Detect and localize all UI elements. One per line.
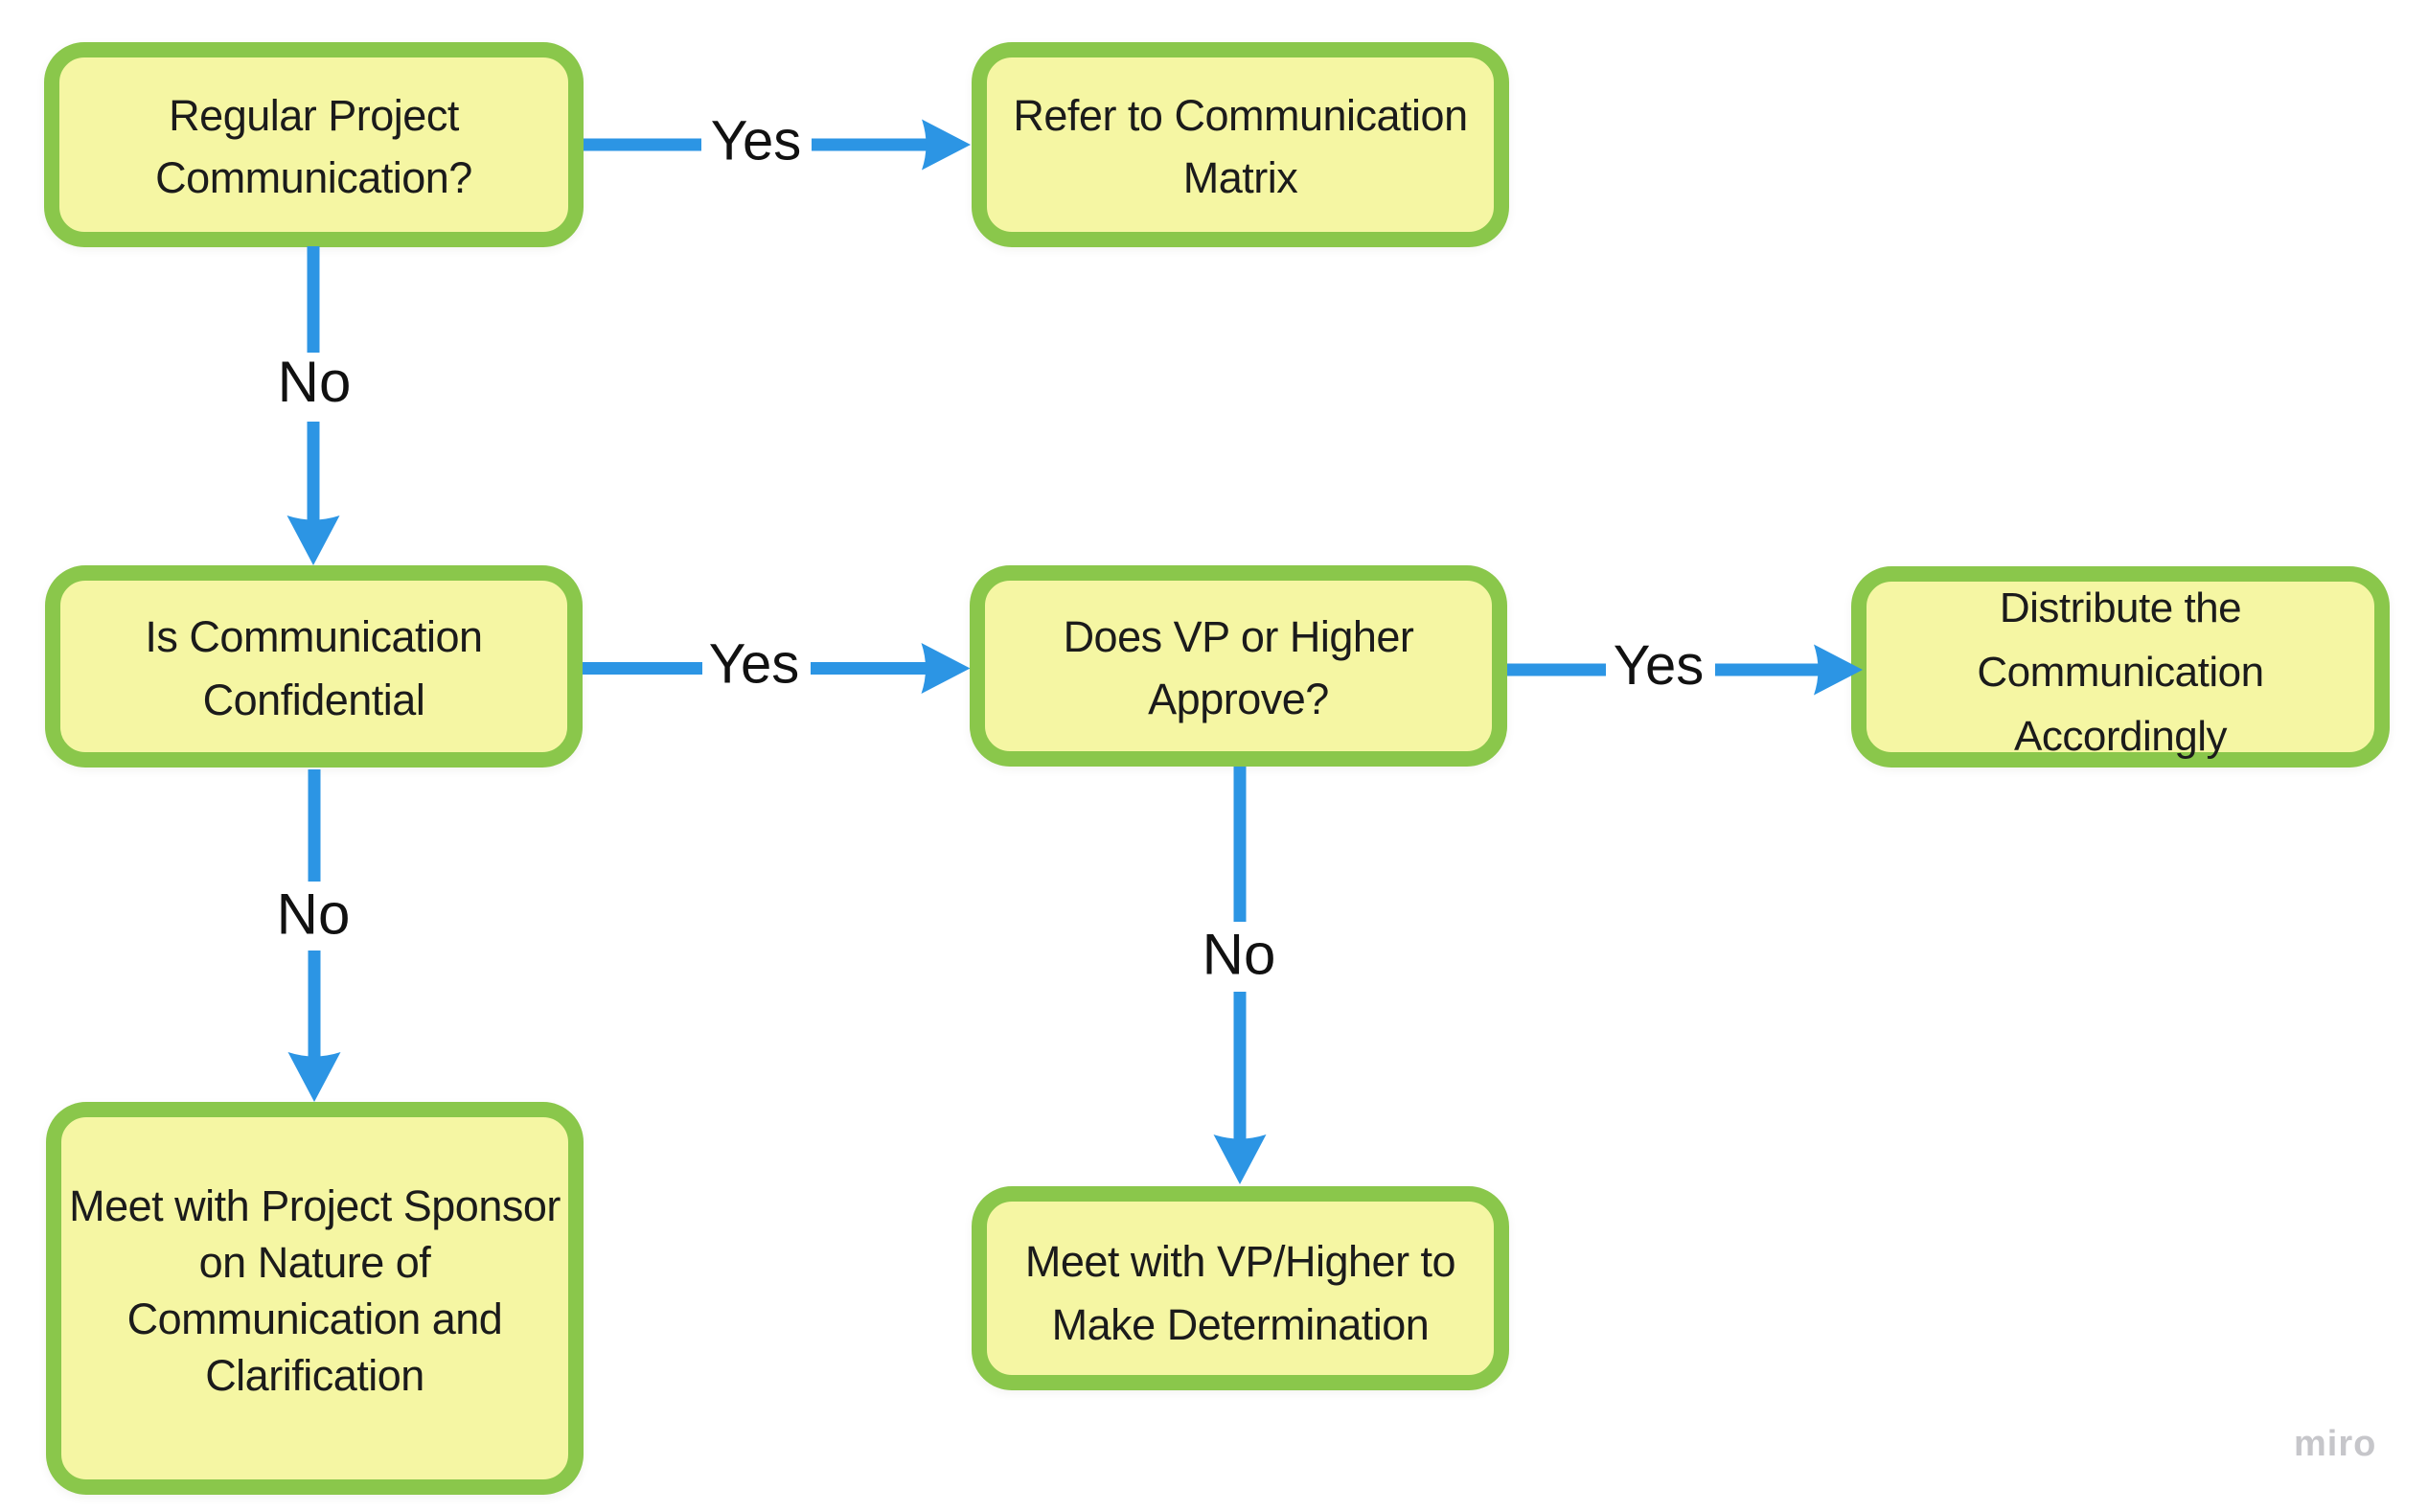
svg-text:Yes: Yes [711, 110, 802, 172]
svg-text:No: No [1203, 923, 1276, 987]
svg-text:Yes: Yes [1614, 634, 1705, 697]
svg-text:Yes: Yes [709, 633, 800, 696]
svg-text:No: No [277, 882, 351, 947]
svg-text:No: No [278, 350, 352, 414]
